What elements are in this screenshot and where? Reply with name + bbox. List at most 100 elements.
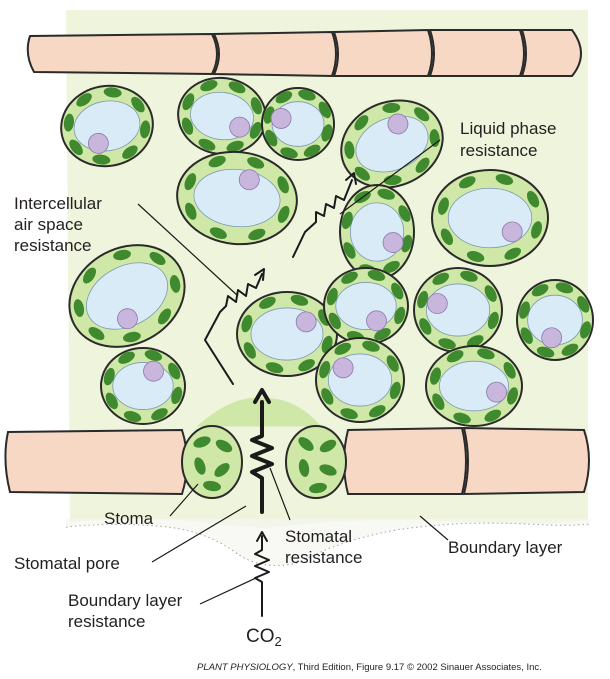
chloroplast [280,147,298,159]
chloroplast [309,482,327,494]
chloroplast [503,362,516,379]
chloroplast [577,296,590,313]
chloroplast [519,301,530,319]
stomatal-resistor [250,400,274,514]
chloroplast [103,367,115,386]
chloroplast [198,138,216,151]
chloroplast [181,117,194,135]
mesophyll-cell [516,279,594,361]
chloroplast [122,145,138,159]
upper-epidermis-cell [26,33,218,75]
chloroplast [495,174,514,185]
nucleus [486,381,507,403]
mesophyll-cell [100,347,186,425]
chloroplast [328,312,341,330]
nucleus [229,116,251,138]
label-liquid-phase-line1: Liquid phase [460,119,556,138]
upper-epidermis-cell [212,30,337,78]
chloroplast [200,80,218,92]
chloroplast [298,437,314,451]
chloroplast [341,271,358,284]
chloroplast [415,157,430,173]
chloroplast [243,342,256,359]
chloroplast [168,362,181,380]
chloroplast [63,113,75,132]
chloroplast [437,197,449,215]
liquid-phase-arrowhead [345,172,357,185]
chloroplast [290,294,309,306]
chloroplast [318,101,331,119]
mesophyll-cell [315,337,405,423]
chloroplast [139,120,151,139]
leader-stoma [169,483,199,517]
chloroplast [151,408,168,421]
chloroplast [374,328,391,341]
chloroplast [182,93,195,111]
leader-stomatal-pore [151,505,247,563]
chloroplast [341,211,353,230]
label-stomatal-resistance: Stomatal resistance [285,527,362,567]
chloroplast [343,242,356,259]
lower-epidermis-cell [462,426,590,496]
chloroplast [377,188,395,200]
mesophyll-cell [68,244,186,348]
chloroplast [241,314,253,333]
co2-pathway [204,172,357,617]
chloroplast [460,270,478,282]
chloroplast [250,97,263,115]
boundary-layer-resistor [254,535,270,617]
leader-boundary-layer [419,515,449,541]
label-boundary-layer-resistance: Boundary layer resistance [68,591,187,631]
mesophyll-cell [340,99,444,189]
label-stoma: Stoma [104,509,154,528]
chloroplast [526,190,540,208]
nucleus [332,357,354,379]
nucleus [270,108,292,129]
nucleus [87,132,109,154]
chloroplast [531,221,543,239]
upper-epidermis-cell [520,29,582,77]
chloroplast [73,299,85,317]
chloroplast [169,275,181,293]
label-boundary-layer-resistance-line1: Boundary layer [68,591,183,610]
credit-rest: , Third Edition, Figure 9.17 © 2002 Sina… [293,662,542,673]
chloroplast [466,251,485,262]
mesophyll-cell [176,150,298,246]
chloroplast [319,439,337,453]
chloroplast [432,393,445,410]
leader-lines [137,139,449,605]
chloroplast [208,155,226,168]
chloroplast [561,343,579,356]
chloroplast [432,272,450,285]
chloroplast [298,89,316,101]
chloroplast [414,107,430,122]
figure-credit: PLANT PHYSIOLOGY, Third Edition, Figure … [197,662,542,673]
mesophyll-cell [236,291,338,377]
chloroplast [226,140,244,152]
lower-epidermis-cell [4,428,188,496]
leader-boundary-layer-resistance [199,577,257,605]
chloroplast [209,227,227,239]
credit-book-title: PLANT PHYSIOLOGY [197,662,293,673]
label-boundary-layer-resistance-line2: resistance [68,612,145,631]
chloroplast [82,267,97,284]
nucleus [117,308,138,330]
label-intercellular-line2: air space [14,215,83,234]
intercellular-arrowhead [254,268,265,281]
label-intercellular-line1: Intercellular [14,194,102,213]
upper-epidermis-cell [332,28,433,77]
chloroplast [417,290,429,309]
chloroplast [193,436,211,448]
mesophyll-cells [60,76,594,427]
chloroplast [105,392,118,410]
nucleus [387,113,409,135]
leader-liquid-phase [339,139,441,215]
chloroplast [507,387,518,405]
upper-epidermis [26,28,582,78]
chloroplast [440,228,454,246]
intercellular-pathway [204,273,263,385]
chloroplast [113,249,131,261]
chloroplast [394,306,406,325]
label-boundary-layer: Boundary layer [448,538,563,557]
chloroplast [383,175,402,186]
